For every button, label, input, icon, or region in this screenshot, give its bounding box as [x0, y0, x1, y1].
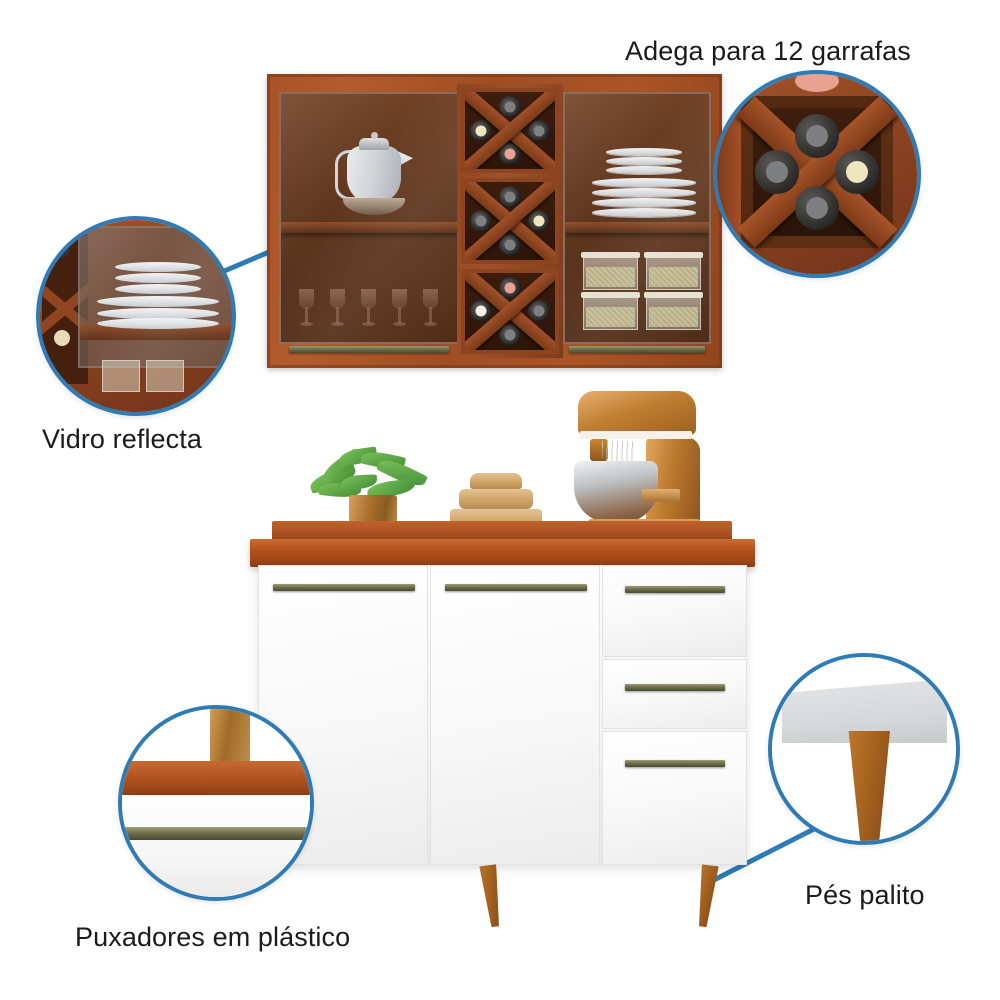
lower-door-handle-left[interactable] [273, 584, 415, 591]
wine-bottle [499, 96, 521, 118]
drawer-handle-middle[interactable] [625, 684, 725, 691]
cabinet-body [258, 565, 747, 865]
counter-back-rail [272, 521, 732, 543]
wine-glasses-row [297, 289, 447, 333]
wine-bottle [499, 323, 521, 346]
wine-glass-icon [390, 289, 409, 331]
drawer-top[interactable] [602, 565, 747, 657]
wine-glass-icon [359, 289, 378, 331]
wine-bottle [499, 143, 521, 166]
lower-door-handle-right[interactable] [445, 584, 587, 591]
drawer-middle[interactable] [602, 659, 747, 729]
wine-rack-cell [461, 178, 559, 264]
callout-pes-palito [768, 653, 960, 845]
storage-jar [644, 252, 703, 290]
wine-bottle [795, 186, 839, 230]
label-pes-palito: Pés palito [805, 880, 925, 910]
label-vidro-reflecta: Vidro reflecta [42, 424, 202, 454]
callout-handle-bar [122, 827, 310, 840]
callout-adega [713, 70, 921, 278]
upper-cabinet-glass-door-left[interactable] [279, 92, 459, 344]
wine-bottle [499, 233, 521, 256]
food-storage-containers [581, 252, 703, 330]
upper-wall-cabinet [267, 74, 722, 368]
wine-bottle [528, 119, 550, 142]
label-adega: Adega para 12 garrafas [625, 36, 911, 66]
storage-jar [644, 292, 703, 330]
storage-jar [581, 252, 640, 290]
wine-rack-cell [461, 88, 559, 174]
callout-wine-rack-cell [736, 96, 898, 248]
wine-bottle [499, 186, 521, 209]
wooden-countertop [250, 539, 755, 567]
wine-glass-icon [328, 289, 347, 331]
wine-rack-adega [457, 84, 563, 358]
wine-bottle [470, 119, 492, 142]
wine-bottle [795, 114, 839, 158]
drawer-handle-top[interactable] [625, 586, 725, 593]
callout-countertop-edge [122, 761, 310, 795]
wine-bottle [755, 150, 799, 194]
lower-cabinet-door-right[interactable] [430, 565, 600, 865]
callout-glass-pane [78, 226, 232, 392]
wine-glass-icon [421, 289, 440, 331]
door-right-shelf [565, 222, 709, 233]
wine-bottle [528, 300, 550, 323]
cabinet-leg-right [694, 864, 718, 928]
wine-glass-icon [297, 289, 316, 331]
label-puxadores: Puxadores em plástico [75, 922, 351, 952]
callout-puxadores [118, 705, 314, 901]
storage-jar [581, 292, 640, 330]
wine-bottle [528, 209, 550, 232]
callout-vidro-reflecta [36, 216, 236, 416]
upper-cabinet-glass-door-right[interactable] [563, 92, 711, 344]
wine-bottle [499, 276, 521, 299]
electric-kettle-icon [333, 128, 413, 216]
callout-door-face [122, 795, 310, 897]
cabinet-leg-left [479, 864, 503, 928]
drawer-bottom[interactable] [602, 731, 747, 865]
drawer-handle-bottom[interactable] [625, 760, 725, 767]
upper-door-handle-right[interactable] [569, 346, 705, 353]
wine-bottle [835, 150, 879, 194]
upper-door-handle-left[interactable] [289, 346, 449, 353]
lower-sideboard-balcao [250, 391, 755, 911]
plate-stack [589, 130, 699, 217]
wine-bottle [470, 209, 492, 232]
wine-bottle [470, 300, 492, 323]
wine-rack-cell [461, 268, 559, 354]
door-left-shelf [281, 222, 457, 233]
callout-pot-detail [210, 709, 250, 765]
